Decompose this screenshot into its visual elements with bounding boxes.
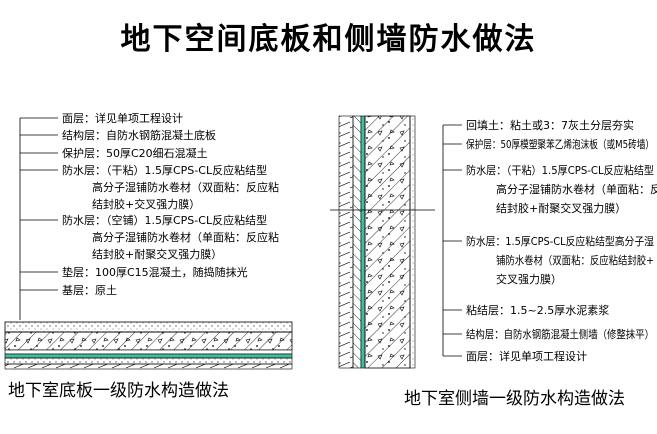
layer-label: 结构层：自防水钢筋混凝土底板 [62,128,216,142]
protection-layer [4,349,293,355]
backfill-soil [338,115,354,369]
layer-label: 垫层：100厚C15混凝土，随捣随抹光 [62,265,248,279]
layer-label: 防水层：1.5厚CPS-CL反应粘结型高分子湿 [466,234,654,248]
layer-label: 防水层：（干粘）1.5厚CPS-CL反应粘结型 [62,163,267,177]
membrane-layer [4,353,293,359]
left-caption: 地下室底板一级防水构造做法 [8,381,229,401]
membrane-layer [360,115,366,369]
layer-label: 保护层：50厚模塑聚苯乙烯泡沫板（或M5砖墙） [466,137,654,151]
layer-label: 结封胶+耐聚交叉强力膜） [92,247,222,261]
layer-label: 结封胶+交叉强力膜） [92,197,200,211]
cushion-layer [4,357,293,365]
layer-label: 基层：原土 [62,284,117,297]
layer-label: 高分子湿铺防水卷材（单面粘：反应粘 [496,182,657,196]
layer-label: 面层：详见单项工程设计 [62,111,183,125]
layer-label: 防水层：（干粘）1.5厚CPS-CL反应粘结型 [466,163,654,177]
protection-board [352,115,362,369]
page-title: 地下空间底板和侧墙防水做法 [120,22,537,57]
side-wall-section: 回填土：粘土或3：7灰土分层夯实 保护层：50厚模塑聚苯乙烯泡沫板（或M5砖墙）… [330,115,657,409]
right-caption: 地下室侧墙一级防水构造做法 [404,389,625,409]
layer-label: 回填土：粘土或3：7灰土分层夯实 [466,118,634,132]
layer-label: 结封胶+耐聚交叉强力膜） [496,201,626,215]
surface-layer [4,321,293,333]
layer-label: 高分子湿铺防水卷材（单面粘：反应粘 [92,230,279,244]
base-soil [4,363,293,370]
layer-label: 结构层：自防水钢筋混凝土侧墙（修整抹平） [466,327,654,341]
layer-label: 防水层：（空铺）1.5厚CPS-CL反应粘结型 [62,213,267,227]
layer-label: 高分子湿铺防水卷材（双面粘：反应粘 [92,180,279,194]
layer-label: 面层：详见单项工程设计 [466,349,587,363]
layer-label: 保护层：50厚C20细石混凝土 [62,146,208,160]
layer-label: 粘结层：1.5~2.5厚水泥素浆 [466,303,609,317]
layer-label: 交叉强力膜） [496,272,562,286]
floor-slab-section: 面层：详见单项工程设计 结构层：自防水钢筋混凝土底板 保护层：50厚C20细石混… [4,111,293,401]
surface-layer [409,115,416,369]
